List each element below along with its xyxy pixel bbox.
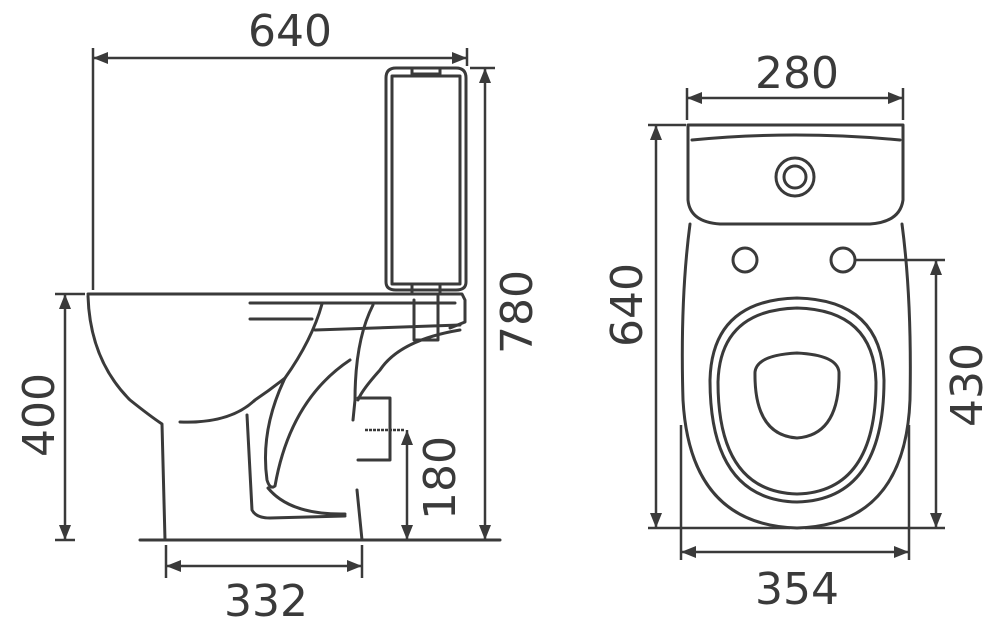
seat-opening (753, 351, 841, 440)
tank-top (686, 123, 905, 226)
overall-depth-label: 640 (602, 263, 653, 347)
tank-width-label: 280 (755, 48, 839, 99)
overall-height-label: 780 (492, 270, 543, 354)
fixing-hole-left (731, 246, 759, 274)
flush-button-icon (774, 156, 816, 198)
bowl-side (86, 292, 467, 542)
tank-side (384, 66, 468, 296)
base-length-label: 332 (224, 576, 308, 627)
fixing-hole-right (829, 246, 857, 274)
seat-height-label: 400 (14, 373, 65, 457)
bowl-width-label: 354 (755, 564, 839, 615)
top-view: 280 640 430 354 (602, 48, 993, 615)
outlet-height-label: 180 (415, 436, 466, 520)
overall-length-label: 640 (248, 6, 332, 57)
seat-outer (708, 296, 886, 504)
bowl-top (680, 222, 912, 530)
side-view: 640 780 400 180 332 (14, 6, 543, 627)
fixing-hole-distance-label: 430 (942, 343, 993, 427)
